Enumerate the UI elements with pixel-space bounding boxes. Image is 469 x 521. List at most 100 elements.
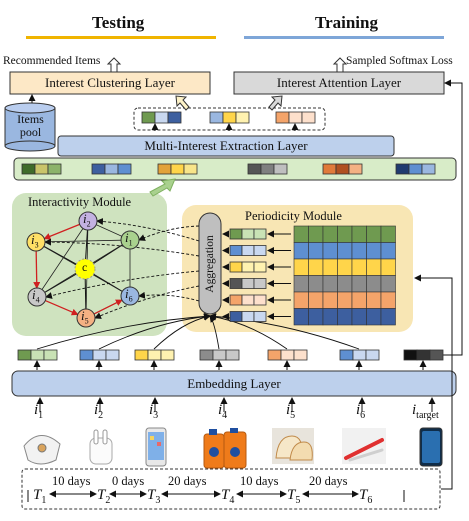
item-embedding-6 xyxy=(339,349,380,361)
item-embedding-5 xyxy=(267,349,308,361)
timeline-to-periodicity-arrow xyxy=(414,274,453,490)
testing-heading: Testing xyxy=(92,13,145,32)
aggregation-to-node-arrow-5 xyxy=(94,285,200,319)
recommended-items-label: Recommended Items xyxy=(3,55,101,67)
aggregation-to-node-arrow-2 xyxy=(96,217,200,242)
item-label-7: itarget xyxy=(412,402,439,421)
item-node-3 xyxy=(26,232,46,252)
interest-attention-label: Interest Attention Layer xyxy=(276,75,402,90)
aggregation-to-node-arrow-6 xyxy=(138,291,200,302)
interactivity-to-extraction-arrow xyxy=(149,178,176,197)
toothbrush-icon xyxy=(342,428,386,464)
aggregation-to-node-arrow-4 xyxy=(45,270,200,299)
multi-interest-extraction-layer xyxy=(57,135,395,157)
extraction-band-vector-4 xyxy=(247,163,288,175)
periodic-vector-1 xyxy=(229,228,267,240)
interactivity-module-title: Interactivity Module xyxy=(28,195,132,209)
time-label-2: T2 xyxy=(97,487,111,506)
item-label-2: i2 xyxy=(94,402,104,421)
item-embedding-3 xyxy=(134,349,175,361)
time-label-5: T5 xyxy=(287,487,301,506)
node-link-2 xyxy=(36,220,89,298)
periodic-vector-3 xyxy=(229,261,267,273)
extraction-band-vector-5 xyxy=(322,163,363,175)
bread-icon xyxy=(272,428,314,464)
arrow-to-clustering xyxy=(175,95,190,111)
item-embedding-2 xyxy=(79,349,120,361)
item-label-3: i3 xyxy=(149,402,159,421)
node-label-5: i5 xyxy=(81,308,89,326)
periodicity-row-2 xyxy=(293,242,396,260)
node-label-3: i3 xyxy=(31,232,39,250)
item-label-1: i1 xyxy=(34,402,44,421)
item-node-1 xyxy=(120,230,140,250)
detergent-icon xyxy=(203,428,247,469)
interest-vector-3 xyxy=(275,111,316,124)
interest-vector-1 xyxy=(141,111,182,124)
up-arrow-softmax xyxy=(332,57,348,73)
extraction-band-vector-2 xyxy=(91,163,132,175)
center-node-label: c xyxy=(82,260,88,274)
extraction-band-vector-6 xyxy=(395,163,436,175)
extraction-band xyxy=(13,157,457,181)
interest-clustering-label: Interest Clustering Layer xyxy=(45,75,175,90)
embedding-to-aggregation-6 xyxy=(209,312,360,350)
node-link-6 xyxy=(35,239,131,243)
periodic-vector-6 xyxy=(229,311,267,322)
time-label-1: T1 xyxy=(33,487,47,506)
embedding-layer-label: Embedding Layer xyxy=(187,375,281,391)
periodic-vector-2 xyxy=(229,245,267,256)
extraction-band-vector-3 xyxy=(157,163,198,175)
periodicity-row-5 xyxy=(293,291,396,309)
item-embedding-1 xyxy=(17,349,58,361)
node-label-6: i6 xyxy=(125,286,133,304)
sampled-softmax-loss-label: Sampled Softmax Loss xyxy=(346,55,453,67)
gap-label-5: 20 days xyxy=(309,474,348,488)
periodic-vector-5 xyxy=(229,294,267,306)
item-label-6: i6 xyxy=(356,402,366,421)
item-label-4: i4 xyxy=(218,402,228,421)
temporal-arrow-3 xyxy=(45,299,79,316)
temporal-arrow-2 xyxy=(33,250,41,290)
node-label-1: i1 xyxy=(125,230,133,248)
embedding-to-aggregation-1 xyxy=(36,312,211,350)
gap-label-1: 10 days xyxy=(52,474,91,488)
time-label-3: T3 xyxy=(147,487,161,506)
phone-icon xyxy=(145,427,167,467)
interest-clustering-layer xyxy=(9,71,211,95)
periodic-vector-4 xyxy=(229,278,267,289)
mask-icon xyxy=(23,435,61,465)
periodicity-row-4 xyxy=(293,275,396,293)
gap-label-3: 20 days xyxy=(168,474,207,488)
multi-interest-extraction-label: Multi-Interest Extraction Layer xyxy=(144,138,308,153)
periodicity-row-3 xyxy=(293,258,396,276)
gap-label-4: 10 days xyxy=(240,474,279,488)
training-heading: Training xyxy=(315,13,378,32)
item-node-2 xyxy=(78,211,98,231)
items-pool-label: Items pool xyxy=(17,112,44,139)
node-label-2: i2 xyxy=(83,211,91,229)
extraction-band-vector-1 xyxy=(21,163,62,175)
training-bar xyxy=(244,36,444,39)
item-node-6 xyxy=(120,286,140,306)
item-node-4 xyxy=(27,287,47,307)
item-node-5 xyxy=(76,308,96,328)
periodicity-module-title: Periodicity Module xyxy=(245,209,342,223)
embedding-layer xyxy=(11,370,457,397)
temporal-arrow-1 xyxy=(43,223,80,240)
smartphone-icon xyxy=(419,427,443,467)
aggregation-to-node-arrow-3 xyxy=(44,238,200,257)
item-embedding-4 xyxy=(199,349,240,361)
arrow-to-attention xyxy=(268,95,283,111)
earbuds-icon xyxy=(89,429,113,465)
aggregation-to-node-arrow-1 xyxy=(138,225,200,241)
embedding-to-aggregation-2 xyxy=(98,313,211,350)
testing-bar xyxy=(26,36,216,39)
embedding-to-aggregation-3 xyxy=(153,313,211,350)
gap-label-2: 0 days xyxy=(112,474,145,488)
center-node xyxy=(74,258,96,280)
item-embedding-7 xyxy=(403,349,444,361)
periodicity-row-1 xyxy=(293,225,396,243)
